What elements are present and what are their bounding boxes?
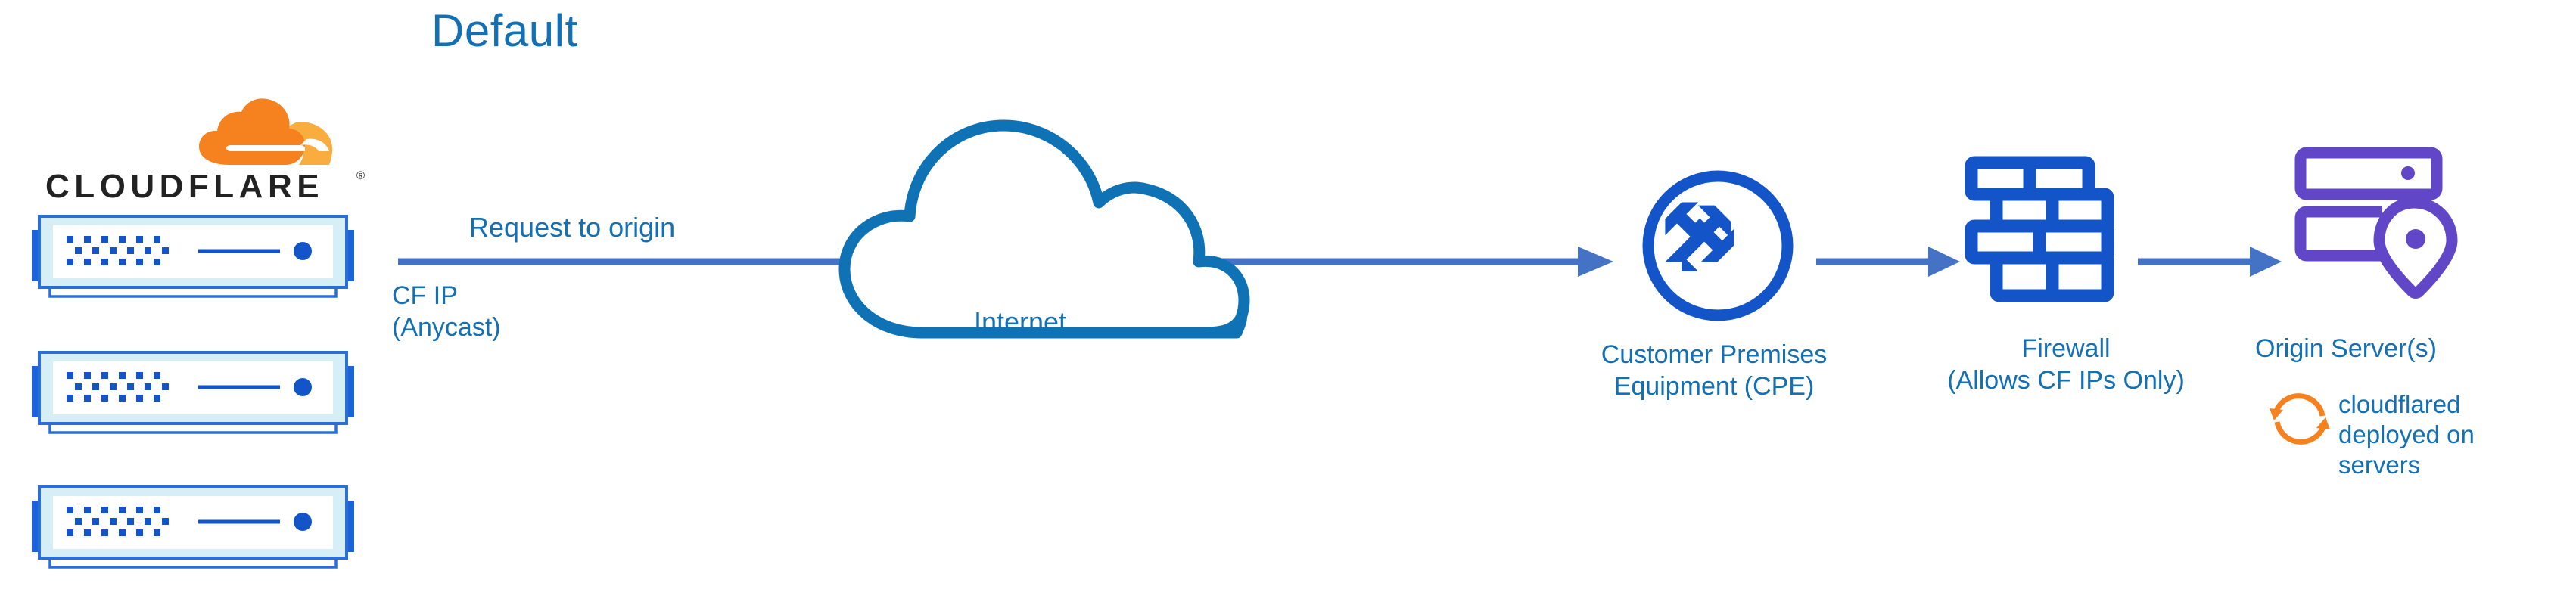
sync-circular-arrows-icon [2270, 393, 2330, 445]
request-to-origin-label: Request to origin [469, 212, 676, 243]
cpe-label: Customer Premises Equipment (CPE) [1601, 340, 1828, 401]
server-location-pin-icon [2294, 147, 2458, 299]
brick-wall-icon [1965, 156, 2114, 302]
firewall-label: Firewall (Allows CF IPs Only) [1947, 334, 2185, 395]
arrowhead-cpe-to-firewall [1928, 247, 1960, 277]
arrowhead-firewall-to-origin [2250, 247, 2282, 277]
cloudflared-deployment-label: cloudflared deployed on servers [2338, 390, 2475, 479]
internet-label: Internet [973, 306, 1067, 337]
arrowhead-edge-to-cpe [1578, 247, 1613, 277]
cloudflare-wordmark: CLOUDFLARE ® [45, 168, 365, 206]
cloudflare-brand: CLOUDFLARE ® [30, 98, 365, 223]
registered-trademark-mark: ® [356, 169, 365, 182]
origin-server-label: Origin Server(s) [2255, 334, 2437, 363]
page-title: Default [431, 5, 578, 56]
cloudflare-cloud-logo-icon [199, 98, 333, 165]
cf-ip-anycast-label: CF IP (Anycast) [392, 281, 501, 342]
cloudflare-wordmark-text: CLOUDFLARE [45, 168, 325, 205]
internet-cloud-icon [838, 119, 1250, 339]
router-icon [1642, 170, 1794, 321]
